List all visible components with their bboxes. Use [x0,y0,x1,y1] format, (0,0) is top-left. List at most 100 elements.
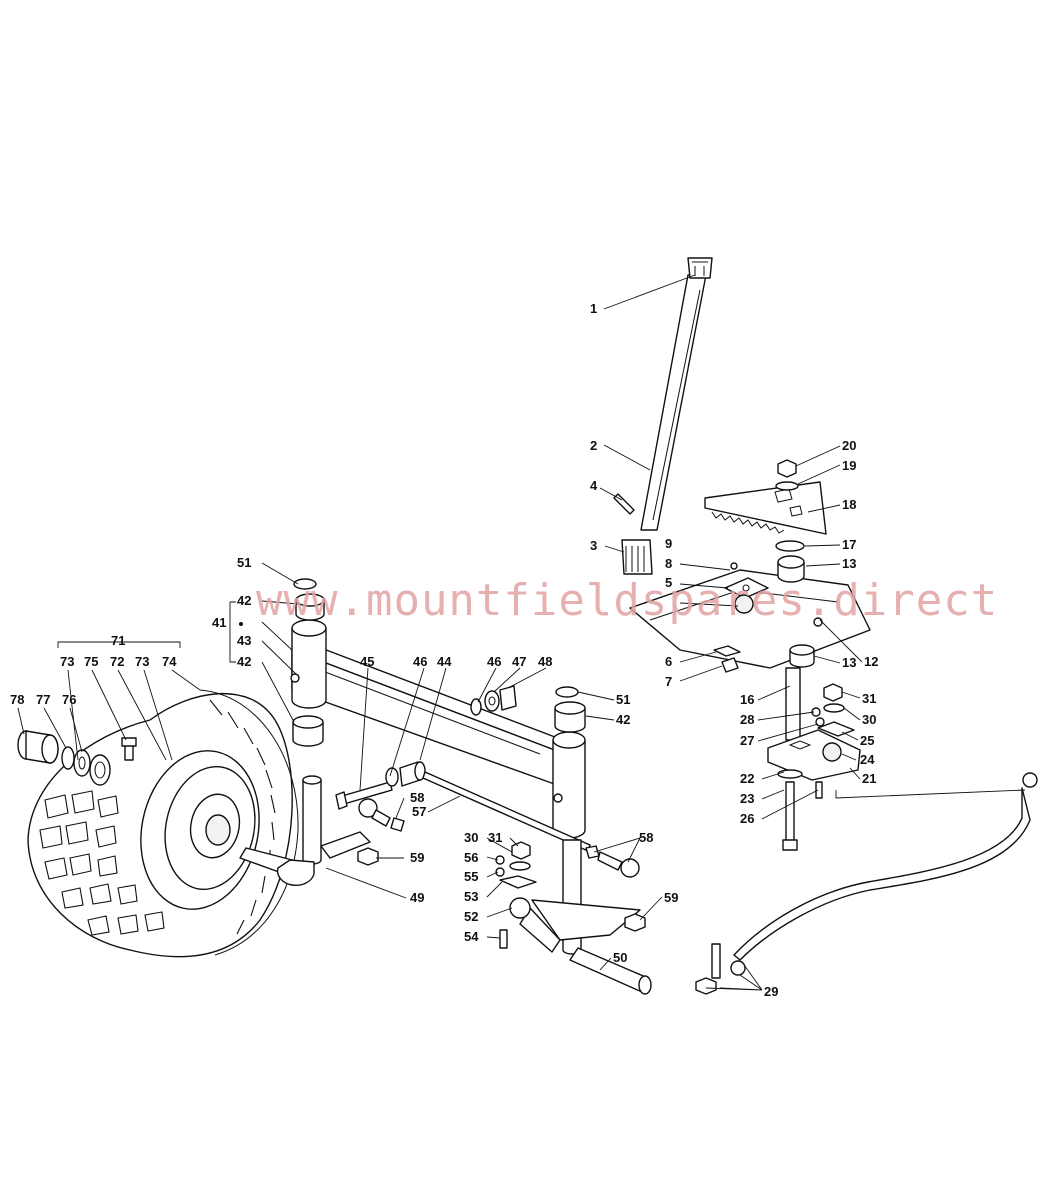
callout-13-top: 13 [842,556,856,571]
callout-55: 55 [464,869,478,884]
nut-30-31-washer [509,841,531,871]
arm-parts-24-25 [817,721,855,762]
callout-6: 6 [665,654,672,669]
washer-22 [777,769,803,779]
bush-42-bottom-left [292,715,324,747]
bush-42-top-left [295,593,325,621]
bolt-23 [782,781,798,851]
callout-74: 74 [162,654,177,669]
callout-57: 57 [412,804,426,819]
callout-49: 49 [410,890,424,905]
left-stub-axle-49 [239,775,371,886]
callout-72: 72 [110,654,124,669]
callout-73-left: 73 [60,654,74,669]
callout-75: 75 [84,654,98,669]
bearing-6-7 [713,645,741,673]
callout-59-right: 59 [664,890,678,905]
callout-42-bottom-left: 42 [237,654,251,669]
callout-44: 44 [437,654,452,669]
bolt-54 [499,929,508,949]
callout-42-right: 42 [616,712,630,727]
steering-plate-12 [629,569,871,669]
circlip-51-right [555,686,579,698]
callout-58-left: 58 [410,790,424,805]
callout-1: 1 [590,301,597,316]
wheel-bearing-73 [89,754,111,786]
grease-nipple-75 [121,737,137,761]
callout-45: 45 [360,654,374,669]
callout-31-right: 31 [862,691,876,706]
callout-2: 2 [590,438,597,453]
left-axle-tube [290,619,327,709]
circlip-51-left [293,578,317,590]
ball-joint-58-right [585,845,640,878]
callout-51-left: 51 [237,555,251,570]
callout-58-right: 58 [639,830,653,845]
callout-24: 24 [860,752,875,767]
callout-22: 22 [740,771,754,786]
callout-7: 7 [665,674,672,689]
shaft-16 [785,667,801,741]
bearing-plate-8 [724,577,769,599]
column-top-adapter-1 [687,257,713,279]
callout-5: 5 [665,575,672,590]
steering-column-2 [640,274,707,531]
drag-link-29 [730,772,1038,976]
callout-18: 18 [842,497,856,512]
right-axle-tube [552,731,586,839]
callout-41-dot [239,622,243,626]
callout-46-left: 46 [413,654,427,669]
right-stub-axle-50 [519,839,652,995]
nut-59-left [357,847,379,866]
washer-19 [775,481,799,491]
callout-53: 53 [464,889,478,904]
nut-59-right [624,913,646,932]
callout-76: 76 [62,692,76,707]
pivot-bolt-45 [335,781,393,810]
callout-56: 56 [464,850,478,865]
callout-27: 27 [740,733,754,748]
callout-30-left: 30 [464,830,478,845]
callout-12: 12 [864,654,878,669]
callout-labels: 1 2 4 3 9 8 5 6 7 20 19 18 17 13 12 13 1… [10,301,878,999]
callout-23: 23 [740,791,754,806]
callout-46-right: 46 [487,654,501,669]
callout-4: 4 [590,478,598,493]
callout-41: 41 [212,615,226,630]
bush-44 [399,761,426,787]
tie-rod-end-29 [695,943,721,995]
nut-55-56 [495,855,505,877]
washer-46 [385,767,399,787]
callout-59-left: 59 [410,850,424,865]
callout-9: 9 [665,536,672,551]
nut-20 [777,459,797,478]
callout-30-right: 30 [862,712,876,727]
front-axle-beam [291,639,569,787]
wheel-bush-78 [17,730,59,764]
callout-16: 16 [740,692,754,707]
callout-29: 29 [764,984,778,999]
callout-17: 17 [842,537,856,552]
screw-9 [730,562,738,570]
bush-5 [734,594,754,614]
callout-52: 52 [464,909,478,924]
callout-19: 19 [842,458,856,473]
callout-3: 3 [590,538,597,553]
bush-42-right [554,701,586,733]
callout-50: 50 [613,950,627,965]
bolt-26 [815,781,823,799]
callout-54: 54 [464,929,479,944]
bush-13-bottom [789,644,815,668]
pinion-gear-3 [621,539,653,575]
leader-lines [17,274,1026,991]
steering-arm-parts-52-53 [499,875,537,919]
watermark-text: www.mountfieldspares.direct [256,575,998,626]
washer-76 [73,749,91,777]
washers-46-47-nut-48 [470,685,517,716]
callout-78: 78 [10,692,24,707]
circlip-77 [61,746,75,770]
callout-51-right: 51 [616,692,630,707]
callout-71: 71 [111,633,125,648]
ball-joint-58-left [358,798,405,832]
